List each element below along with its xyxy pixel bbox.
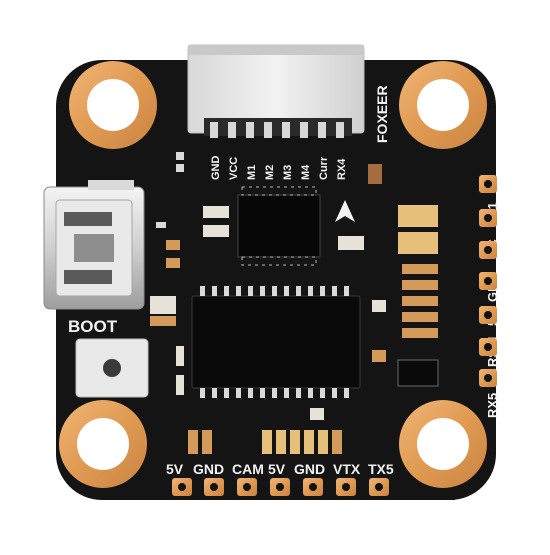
pin-label-rx4: RX4 [336, 158, 348, 180]
pin-label-bottom-5v: 5V [166, 461, 184, 477]
mounting-hole-bottom-left [59, 400, 147, 488]
boot-label: BOOT [68, 317, 118, 336]
connector-pins [210, 122, 344, 138]
mounting-hole-top-left [69, 61, 157, 149]
arrow-up-icon [335, 200, 355, 222]
pin-label-m4: M4 [300, 164, 312, 180]
pin-label-m1: M1 [246, 165, 258, 180]
pin-label-m3: M3 [282, 165, 294, 180]
mounting-hole-top-right [399, 61, 487, 149]
usb-port [43, 180, 145, 310]
pin-label-bottom-gnd: GND [193, 461, 224, 477]
pin-label-cam: CAM [232, 461, 264, 477]
pin-label-bottom-5v-2: 5V [268, 461, 286, 477]
pin-label-vcc: VCC [228, 157, 240, 180]
pin-label-rx5: RX5 [485, 393, 500, 418]
bottom-solder-pads [172, 478, 389, 496]
pin-label-curr: Curr [318, 156, 330, 180]
motor-connector [187, 44, 365, 136]
pin-label-tx5: TX5 [368, 461, 394, 477]
right-solder-pads [479, 175, 497, 387]
mcu-chip [237, 186, 321, 266]
mounting-hole-bottom-right [399, 400, 487, 488]
osd-chip [191, 286, 361, 398]
smd-components [150, 152, 439, 454]
boot-button[interactable] [75, 338, 149, 398]
pin-label-gnd: GND [210, 156, 222, 181]
pcb-outline [56, 60, 496, 500]
pin-label-m2: M2 [264, 165, 276, 180]
pin-label-vtx: VTX [333, 461, 361, 477]
pin-label-bottom-gnd-2: GND [294, 461, 325, 477]
brand-logo-text: FOXEER [374, 85, 390, 143]
